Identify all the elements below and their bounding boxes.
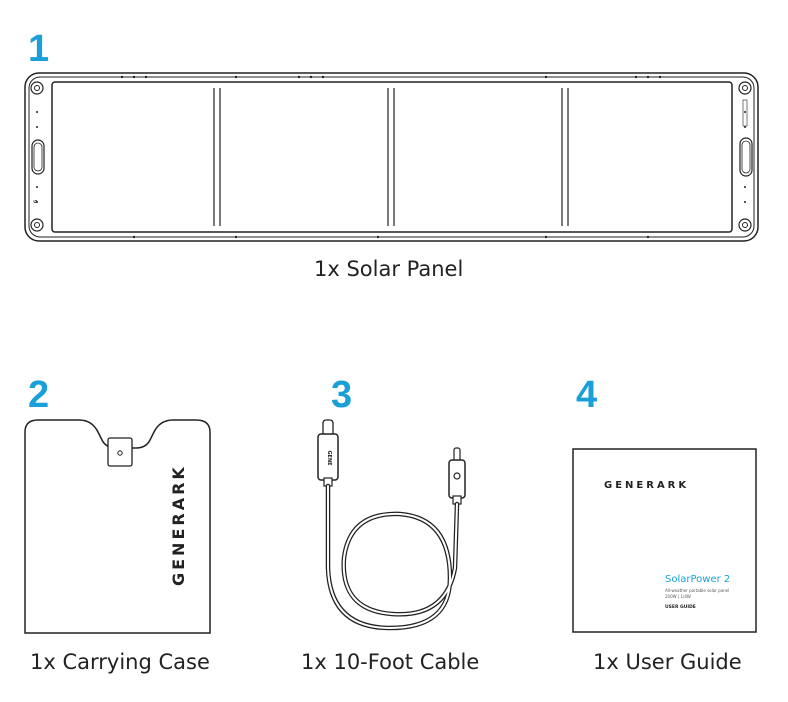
cable-illustration: GENE: [317, 419, 466, 631]
item-caption-1: 1x Solar Panel: [314, 257, 464, 281]
guide-model: 200W | 1/4W: [665, 594, 691, 599]
item-number-1: 1: [28, 28, 50, 70]
guide-footer: USER GUIDE: [665, 604, 696, 610]
guide-product-name: SolarPower 2: [665, 574, 730, 585]
guide-subtitle: All-weather portable solar panel: [665, 588, 729, 593]
user-guide-illustration: GENERARK SolarPower 2 All-weather portab…: [572, 448, 757, 633]
svg-text:G: G: [33, 197, 38, 203]
solar-panel-illustration: G: [24, 72, 759, 242]
item-caption-3: 1x 10-Foot Cable: [301, 650, 480, 674]
case-brand-text: GENERARK: [169, 464, 188, 586]
item-number-3: 3: [331, 374, 353, 416]
item-caption-2: 1x Carrying Case: [30, 650, 210, 674]
svg-text:GENE: GENE: [326, 450, 332, 466]
item-caption-4: 1x User Guide: [593, 650, 742, 674]
guide-brand-text: GENERARK: [604, 480, 689, 491]
item-number-2: 2: [28, 374, 50, 416]
carrying-case-illustration: GENERARK: [24, 419, 211, 634]
item-number-4: 4: [576, 374, 598, 416]
